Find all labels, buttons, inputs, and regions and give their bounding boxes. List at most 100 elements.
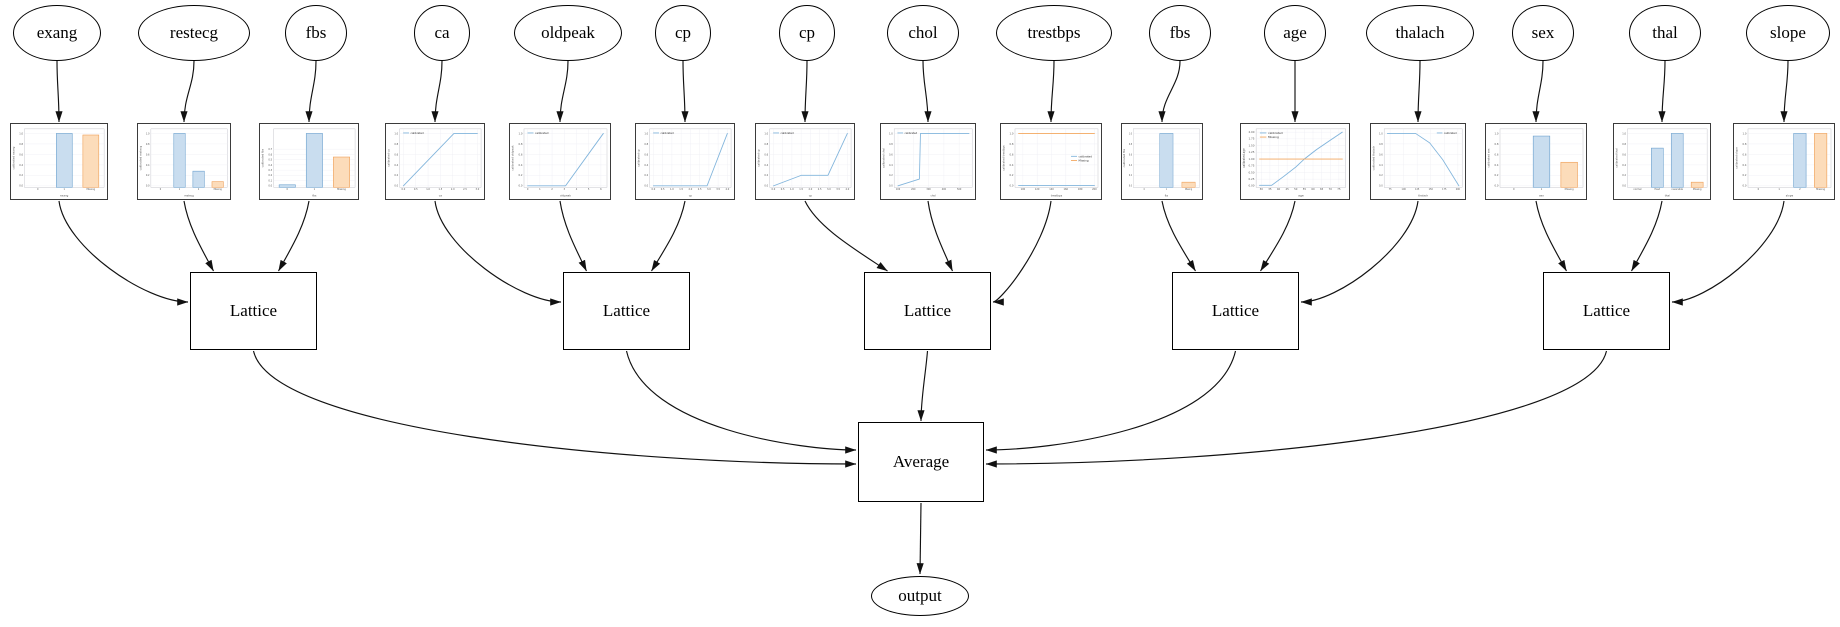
svg-text:1.75: 1.75 [1248, 137, 1254, 141]
feature-node-fbs-1: fbs [285, 5, 347, 61]
svg-text:0: 0 [160, 188, 162, 191]
feature-node-age: age [1264, 5, 1326, 61]
svg-text:1: 1 [1166, 188, 1168, 191]
svg-text:4.0: 4.0 [846, 188, 850, 191]
svg-text:0.4: 0.4 [1010, 163, 1014, 167]
svg-text:200: 200 [1456, 188, 1461, 191]
svg-text:5: 5 [588, 188, 590, 191]
svg-text:0.2: 0.2 [889, 174, 893, 177]
svg-text:3.5: 3.5 [716, 188, 720, 191]
svg-text:0.6: 0.6 [764, 153, 768, 156]
svg-text:2: 2 [1799, 188, 1801, 191]
svg-text:30: 30 [1260, 187, 1264, 191]
svg-text:0.8: 0.8 [1622, 143, 1626, 146]
svg-text:0.4: 0.4 [146, 164, 150, 167]
svg-text:calibrated: calibrated [905, 131, 918, 135]
svg-text:0.4: 0.4 [1622, 164, 1626, 167]
feature-label: slope [1770, 23, 1806, 42]
feature-label: chol [908, 23, 938, 42]
feature-label: thal [1652, 23, 1678, 42]
svg-text:Missing: Missing [1079, 158, 1089, 162]
edge-chart5-lattice1 [651, 200, 686, 272]
svg-text:age: age [1298, 193, 1304, 197]
edge-chart3-lattice1 [434, 200, 562, 306]
svg-text:calibrated slope: calibrated slope [1735, 147, 1739, 169]
feature-label: age [1283, 23, 1307, 42]
svg-text:cp: cp [689, 193, 693, 197]
edge-chart8-lattice2 [992, 200, 1052, 306]
svg-text:1.0: 1.0 [519, 131, 523, 135]
svg-text:0.0: 0.0 [652, 188, 656, 191]
svg-text:1: 1 [539, 188, 541, 191]
feature-label: cp [674, 23, 692, 42]
edge-cp-chart [681, 60, 689, 123]
svg-text:1.0: 1.0 [790, 188, 794, 191]
feature-label: thalach [1395, 23, 1445, 42]
svg-text:1.5: 1.5 [799, 188, 803, 191]
svg-text:2.5: 2.5 [698, 188, 702, 191]
edge-average-output [916, 502, 924, 575]
svg-text:1: 1 [179, 188, 181, 191]
svg-text:1.0: 1.0 [889, 132, 893, 135]
svg-text:0: 0 [1513, 188, 1515, 191]
svg-text:fixed: fixed [1655, 188, 1661, 191]
svg-text:1.0: 1.0 [1622, 132, 1626, 135]
svg-text:0.4: 0.4 [764, 164, 768, 167]
svg-text:0.6: 0.6 [19, 153, 23, 156]
svg-text:35: 35 [1268, 187, 1272, 191]
svg-text:0.5: 0.5 [661, 188, 665, 191]
lattice-node-5: Lattice [1543, 272, 1670, 350]
lattice-label: Lattice [903, 301, 952, 320]
svg-text:fbs: fbs [312, 193, 317, 197]
average-node: Average [858, 422, 984, 502]
feature-node-thal: thal [1629, 5, 1701, 61]
svg-text:2.5: 2.5 [818, 188, 822, 191]
svg-text:100: 100 [896, 188, 901, 191]
edge-chart11-lattice3 [1300, 200, 1419, 306]
edge-trestbps-chart [1047, 60, 1055, 123]
svg-text:100: 100 [1402, 188, 1407, 191]
svg-text:2.0: 2.0 [809, 188, 813, 191]
svg-text:1.0: 1.0 [670, 188, 674, 191]
svg-text:0.3: 0.3 [268, 169, 272, 172]
svg-text:0.2: 0.2 [1622, 174, 1626, 177]
lattice-node-2: Lattice [563, 272, 690, 350]
svg-text:400: 400 [942, 188, 947, 191]
svg-text:0.0: 0.0 [1622, 185, 1626, 188]
svg-text:thal: thal [1665, 193, 1670, 197]
edge-ca-chart [431, 60, 443, 123]
svg-text:calibrated: calibrated [1268, 131, 1283, 135]
svg-text:0.6: 0.6 [394, 153, 398, 156]
svg-text:1.0: 1.0 [394, 132, 398, 135]
edge-oldpeak-chart [556, 60, 569, 123]
svg-text:chol: chol [930, 193, 936, 197]
edge-fbs-chart [1158, 60, 1181, 123]
svg-text:calibrated: calibrated [1444, 131, 1457, 135]
edge-chart4-lattice1 [559, 200, 588, 272]
svg-text:0.0: 0.0 [772, 188, 776, 191]
feature-node-trestbps: trestbps [996, 5, 1112, 61]
svg-text:0.8: 0.8 [519, 142, 523, 146]
svg-text:calibrated oldpeak: calibrated oldpeak [511, 145, 515, 171]
edge-fbs-chart [305, 60, 317, 123]
svg-text:0.8: 0.8 [889, 143, 893, 146]
edge-chol-chart [922, 60, 932, 123]
feature-node-slope: slope [1746, 5, 1830, 61]
svg-text:calibrated: calibrated [781, 131, 795, 135]
svg-text:1.5: 1.5 [679, 188, 683, 191]
svg-text:0.6: 0.6 [519, 152, 523, 156]
svg-text:0.8: 0.8 [1129, 143, 1133, 146]
feature-node-cp-2: cp [779, 5, 835, 61]
svg-text:120: 120 [1035, 188, 1040, 191]
svg-text:0.6: 0.6 [1622, 153, 1626, 156]
svg-text:0.2: 0.2 [1379, 174, 1383, 177]
svg-text:0.2: 0.2 [146, 174, 150, 177]
svg-text:0.4: 0.4 [889, 164, 893, 167]
svg-text:Missing: Missing [214, 188, 223, 191]
svg-text:1.0: 1.0 [1129, 132, 1133, 135]
svg-text:0.2: 0.2 [394, 174, 398, 177]
svg-text:2: 2 [551, 188, 553, 191]
